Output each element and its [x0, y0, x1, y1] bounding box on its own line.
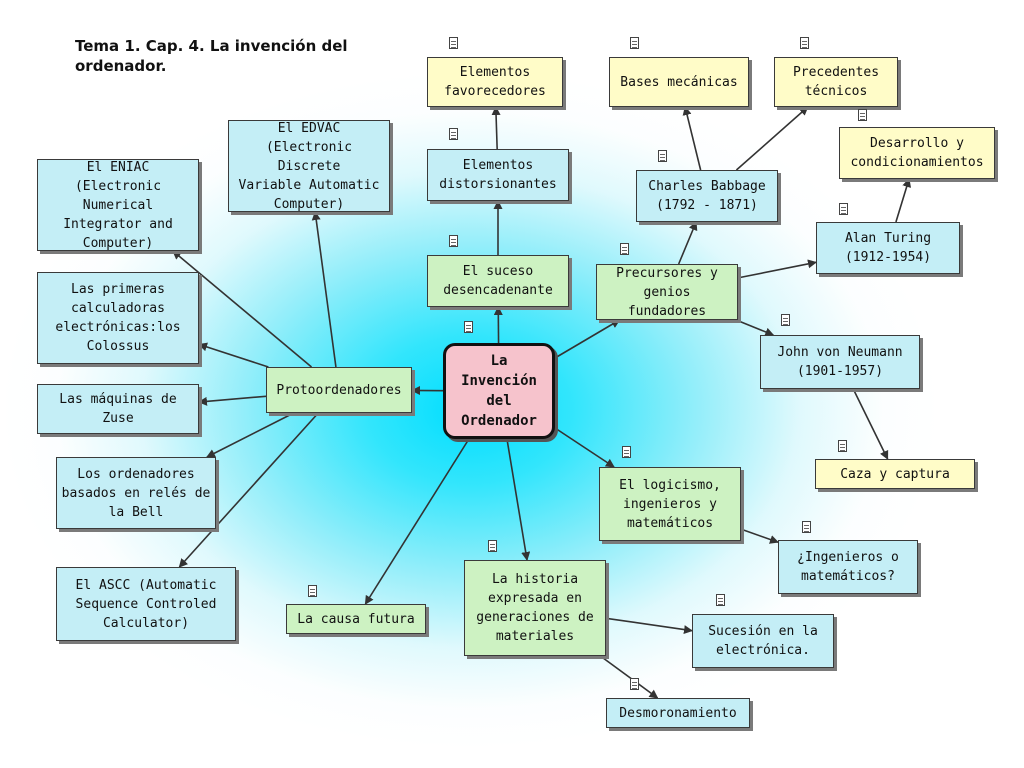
- document-icon[interactable]: [449, 128, 458, 140]
- link-protoordenadores-to-eniac: [172, 250, 313, 368]
- node-suceso-desencadenante[interactable]: El suceso desencadenante: [427, 255, 569, 307]
- map-title: Tema 1. Cap. 4. La invención del ordenad…: [75, 37, 348, 75]
- document-icon[interactable]: [839, 203, 848, 215]
- node-precedentes-tecnicos[interactable]: Precedentes técnicos: [774, 57, 898, 107]
- link-center-to-causa_futura: [364, 438, 470, 605]
- link-john_von_neumann-to-caza_captura: [852, 388, 889, 460]
- node-ascc[interactable]: El ASCC (Automatic Sequence Controled Ca…: [56, 567, 236, 641]
- link-precursores-to-charles_babbage: [677, 221, 698, 265]
- link-historia_generaciones-to-desmoronamiento: [599, 655, 659, 699]
- link-protoordenadores-to-calculadoras_colossus: [198, 342, 269, 368]
- link-elementos_distorsionantes-to-elementos_favorecedores: [491, 106, 501, 150]
- document-icon[interactable]: [781, 314, 790, 326]
- node-logicismo[interactable]: El logicismo, ingenieros y matemáticos: [599, 467, 741, 541]
- link-precursores-to-john_von_neumann: [735, 319, 775, 337]
- link-center-to-historia_generaciones: [506, 438, 531, 561]
- node-edvac[interactable]: El EDVAC (Electronic Discrete Variable A…: [228, 120, 390, 212]
- node-calculadoras-colossus[interactable]: Las primeras calculadoras electrónicas:l…: [37, 272, 199, 364]
- link-protoordenadores-to-ascc: [178, 412, 319, 568]
- link-alan_turing-to-desarrollo_condicionamientos: [895, 178, 912, 223]
- document-icon[interactable]: [630, 37, 639, 49]
- document-icon[interactable]: [630, 678, 639, 690]
- document-icon[interactable]: [716, 594, 725, 606]
- node-elementos-distorsionantes[interactable]: Elementos distorsionantes: [427, 149, 569, 201]
- document-icon[interactable]: [308, 585, 317, 597]
- node-reles-bell[interactable]: Los ordenadores basados en relés de la B…: [56, 457, 216, 529]
- node-sucesion-electronica[interactable]: Sucesión en la electrónica.: [692, 614, 834, 668]
- node-desarrollo-condicionamientos[interactable]: Desarrollo y condicionamientos: [839, 127, 995, 179]
- node-bases-mecanicas[interactable]: Bases mecánicas: [609, 57, 749, 107]
- document-icon[interactable]: [464, 321, 473, 333]
- document-icon[interactable]: [622, 446, 631, 458]
- link-center-to-precursores: [554, 319, 621, 359]
- document-icon[interactable]: [449, 235, 458, 247]
- node-historia-generaciones[interactable]: La historia expresada en generaciones de…: [464, 560, 606, 656]
- document-icon[interactable]: [800, 37, 809, 49]
- document-icon[interactable]: [858, 109, 867, 121]
- document-icon[interactable]: [838, 440, 847, 452]
- node-elementos-favorecedores[interactable]: Elementos favorecedores: [427, 57, 563, 107]
- link-center-to-logicismo: [554, 427, 615, 468]
- node-ingenieros-matematicos[interactable]: ¿Ingenieros o matemáticos?: [778, 540, 918, 594]
- link-charles_babbage-to-precedentes_tecnicos: [735, 106, 809, 171]
- node-protoordenadores[interactable]: Protoordenadores: [266, 367, 412, 413]
- node-eniac[interactable]: El ENIAC (Electronic Numerical Integrato…: [37, 159, 199, 251]
- document-icon[interactable]: [658, 150, 667, 162]
- node-caza-captura[interactable]: Caza y captura: [815, 459, 975, 489]
- link-charles_babbage-to-bases_mecanicas: [682, 106, 702, 171]
- node-maquinas-zuse[interactable]: Las máquinas de Zuse: [37, 384, 199, 434]
- link-protoordenadores-to-edvac: [311, 211, 337, 368]
- link-precursores-to-alan_turing: [737, 259, 817, 279]
- document-icon[interactable]: [449, 37, 458, 49]
- node-causa-futura[interactable]: La causa futura: [286, 604, 426, 634]
- document-icon[interactable]: [620, 243, 629, 255]
- link-protoordenadores-to-reles_bell: [206, 412, 295, 458]
- link-historia_generaciones-to-sucesion_electronica: [605, 617, 693, 635]
- node-la-invencion-del-ordenador[interactable]: La Invención del Ordenador: [443, 343, 555, 439]
- node-alan-turing[interactable]: Alan Turing (1912-1954): [816, 222, 960, 274]
- document-icon[interactable]: [488, 540, 497, 552]
- node-charles-babbage[interactable]: Charles Babbage (1792 - 1871): [636, 170, 778, 222]
- link-protoordenadores-to-maquinas_zuse: [198, 395, 267, 406]
- node-desmoronamiento[interactable]: Desmoronamiento: [606, 698, 750, 728]
- link-logicismo-to-ingenieros_matematicos: [740, 528, 779, 544]
- document-icon[interactable]: [802, 521, 811, 533]
- node-john-von-neumann[interactable]: John von Neumann (1901-1957): [760, 335, 920, 389]
- node-precursores[interactable]: Precursores y genios fundadores: [596, 264, 738, 320]
